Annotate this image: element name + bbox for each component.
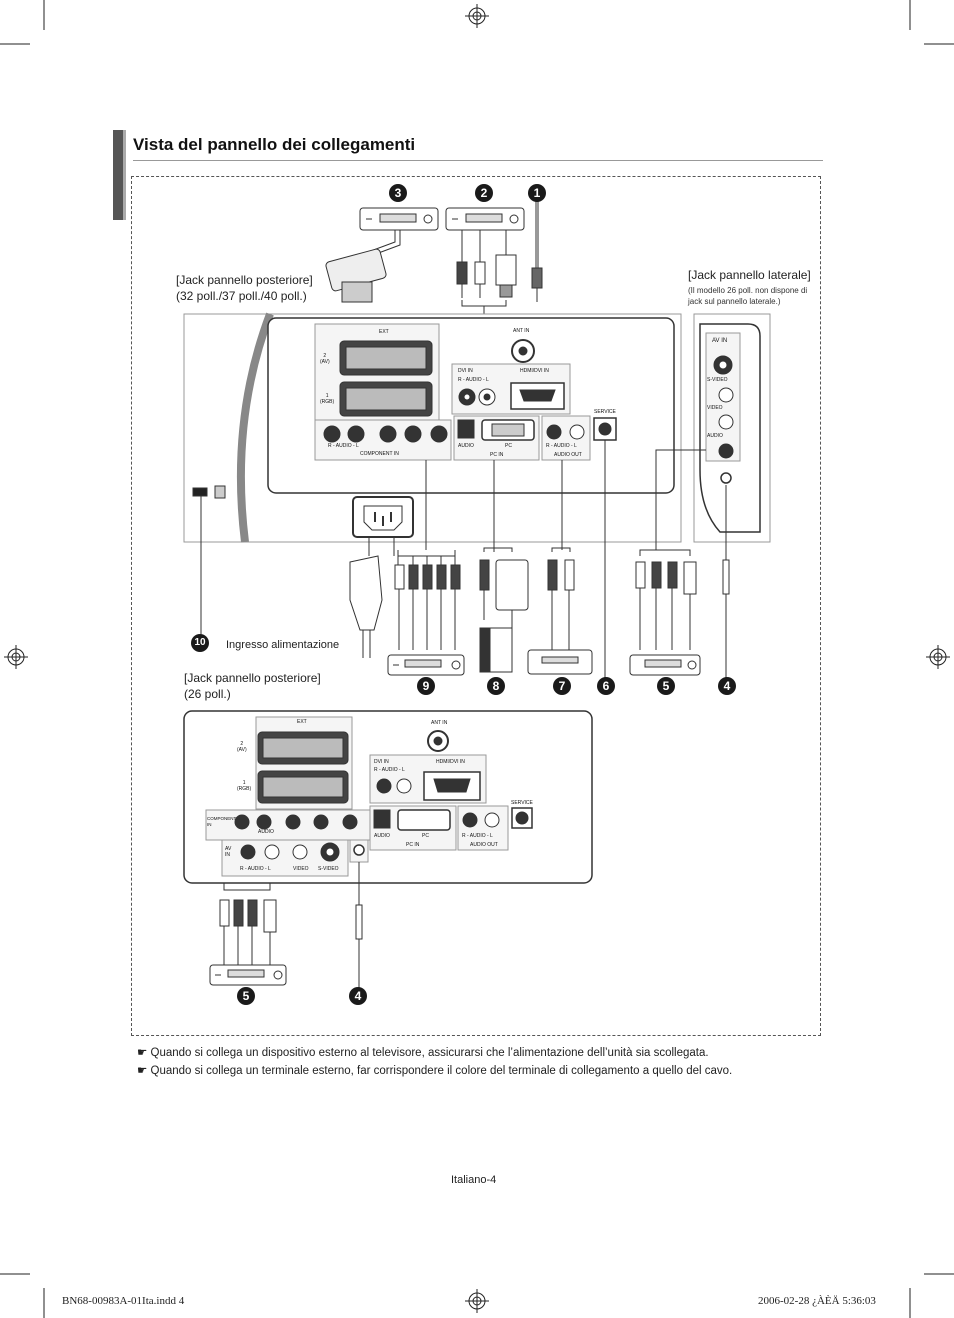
power-input-label: Ingresso alimentazione: [226, 639, 340, 651]
page-number: Italiano-4: [451, 1174, 497, 1186]
small-scart2-label-type: (AV): [237, 747, 247, 753]
small-hdmi-dvi-in-label: HDMI/DVI IN: [436, 759, 465, 765]
dvi-audio-label: R - AUDIO - L: [458, 377, 489, 383]
small-audio-out-lr-label: R - AUDIO - L: [462, 833, 493, 839]
side-audio-label: AUDIO: [707, 433, 723, 439]
external-device-5: [629, 654, 701, 676]
rear-panel-small-label: [Jack pannello posteriore] (26 poll.): [184, 670, 321, 702]
small-ext-label: EXT: [297, 719, 307, 725]
component-in-label: COMPONENT IN: [360, 451, 399, 457]
rear-panel-small-label-line2: (26 poll.): [184, 687, 231, 701]
small-scart2-label-num: 2: [240, 741, 244, 747]
scart2-label: 2 (AV): [320, 353, 330, 365]
rear-panel-large-label: [Jack pannello posteriore] (32 poll./37 …: [176, 272, 313, 304]
title-underline: [133, 160, 823, 161]
registration-mark-left: [4, 645, 28, 669]
registration-mark-top: [465, 4, 489, 28]
callout-5-small: 5: [237, 987, 255, 1005]
scart1-label: 1 (RGB): [320, 393, 334, 405]
small-dvi-audio-label: R - AUDIO - L: [374, 767, 405, 773]
note-1: ☛ Quando si collega un dispositivo ester…: [137, 1045, 709, 1059]
small-component-label-line2: IN: [207, 822, 212, 827]
small-av-in-label: AV IN: [225, 846, 231, 858]
small-s-video-label: S-VIDEO: [318, 866, 339, 872]
rear-panel-large-label-line2: (32 poll./37 poll./40 poll.): [176, 289, 307, 303]
scart2-label-num: 2: [323, 353, 327, 359]
callout-4: 4: [718, 677, 736, 695]
callout-5: 5: [657, 677, 675, 695]
rear-panel-large-label-line1: [Jack pannello posteriore]: [176, 273, 313, 287]
small-av-audio-label: R - AUDIO - L: [240, 866, 271, 872]
side-panel-label: [Jack pannello laterale]: [688, 268, 811, 282]
pointing-hand-icon: ☛: [137, 1047, 148, 1059]
scart2-label-type: (AV): [320, 359, 330, 365]
rear-panel-small-label-line1: [Jack pannello posteriore]: [184, 671, 321, 685]
small-component-label: COMPONENT IN: [207, 816, 236, 828]
small-scart2-label: 2 (AV): [237, 741, 247, 753]
callout-4-small: 4: [349, 987, 367, 1005]
pointing-hand-icon: ☛: [137, 1065, 148, 1077]
audio-out-label: AUDIO OUT: [554, 452, 582, 458]
hdmi-dvi-in-label: HDMI/DVI IN: [520, 368, 549, 374]
heading-accent-bar: [113, 130, 123, 220]
external-device-5-small: [209, 964, 287, 986]
note-2: ☛ Quando si collega un terminale esterno…: [137, 1063, 732, 1077]
note-2-text: Quando si collega un terminale esterno, …: [150, 1065, 733, 1077]
scart1-label-num: 1: [325, 393, 329, 399]
print-slug-right: 2006-02-28 ¿ÀÈÄ 5:36:03: [758, 1295, 876, 1307]
side-panel-note-line2: jack sul pannello laterale.): [688, 297, 781, 306]
callout-9: 9: [417, 677, 435, 695]
side-video-label: VIDEO: [707, 405, 723, 411]
small-pc-audio-label: AUDIO: [374, 833, 390, 839]
scart1-label-type: (RGB): [320, 399, 335, 405]
small-av-in-label-line2: IN: [225, 852, 230, 858]
callout-8: 8: [487, 677, 505, 695]
small-dvi-in-label: DVI IN: [374, 759, 389, 765]
audio-out-lr-label: R - AUDIO - L: [546, 443, 577, 449]
small-pc-label: PC: [422, 833, 429, 839]
external-device-9: [387, 654, 465, 676]
small-audio-out-label: AUDIO OUT: [470, 842, 498, 848]
small-component-audio-label: AUDIO: [258, 829, 274, 835]
small-video-label: VIDEO: [293, 866, 309, 872]
pc-in-label: PC IN: [490, 452, 504, 458]
side-s-video-label: S-VIDEO: [707, 377, 728, 383]
small-scart1-label-type: (RGB): [237, 786, 252, 792]
note-1-text: Quando si collega un dispositivo esterno…: [150, 1047, 709, 1059]
page-title: Vista del pannello dei collegamenti: [133, 135, 416, 154]
side-panel-note-line1: (Il modello 26 poll. non dispone di: [688, 286, 808, 295]
external-device-7: [527, 649, 593, 675]
diagram-frame: [131, 176, 821, 1036]
callout-7: 7: [553, 677, 571, 695]
pc-audio-label: AUDIO: [458, 443, 474, 449]
callout-3: 3: [389, 184, 407, 202]
callout-2: 2: [475, 184, 493, 202]
service-label: SERVICE: [594, 409, 616, 415]
ant-in-label: ANT IN: [513, 328, 530, 334]
external-device-top-left: [359, 207, 439, 231]
small-scart1-label: 1 (RGB): [237, 780, 251, 792]
small-av-in-label-line1: AV: [225, 846, 232, 852]
external-device-top-middle: [445, 207, 525, 231]
small-service-label: SERVICE: [511, 800, 533, 806]
dvi-in-label: DVI IN: [458, 368, 473, 374]
component-audio-label: R - AUDIO - L: [328, 443, 359, 449]
small-pc-in-label: PC IN: [406, 842, 420, 848]
callout-1: 1: [528, 184, 546, 202]
registration-mark-right: [926, 645, 950, 669]
callout-6: 6: [597, 677, 615, 695]
print-slug-left: BN68-00983A-01Ita.indd 4: [62, 1295, 185, 1307]
callout-10: 10: [191, 634, 209, 652]
side-av-in-label: AV IN: [712, 338, 728, 344]
pc-label: PC: [505, 443, 512, 449]
heading-accent-bar-light: [123, 130, 126, 220]
small-component-label-line1: COMPONENT: [207, 816, 237, 821]
registration-mark-bottom: [465, 1289, 489, 1313]
small-scart1-label-num: 1: [242, 780, 246, 786]
small-ant-in-label: ANT IN: [431, 720, 448, 726]
ext-label: EXT: [379, 329, 389, 335]
side-panel-note: (Il modello 26 poll. non dispone di jack…: [688, 285, 807, 307]
